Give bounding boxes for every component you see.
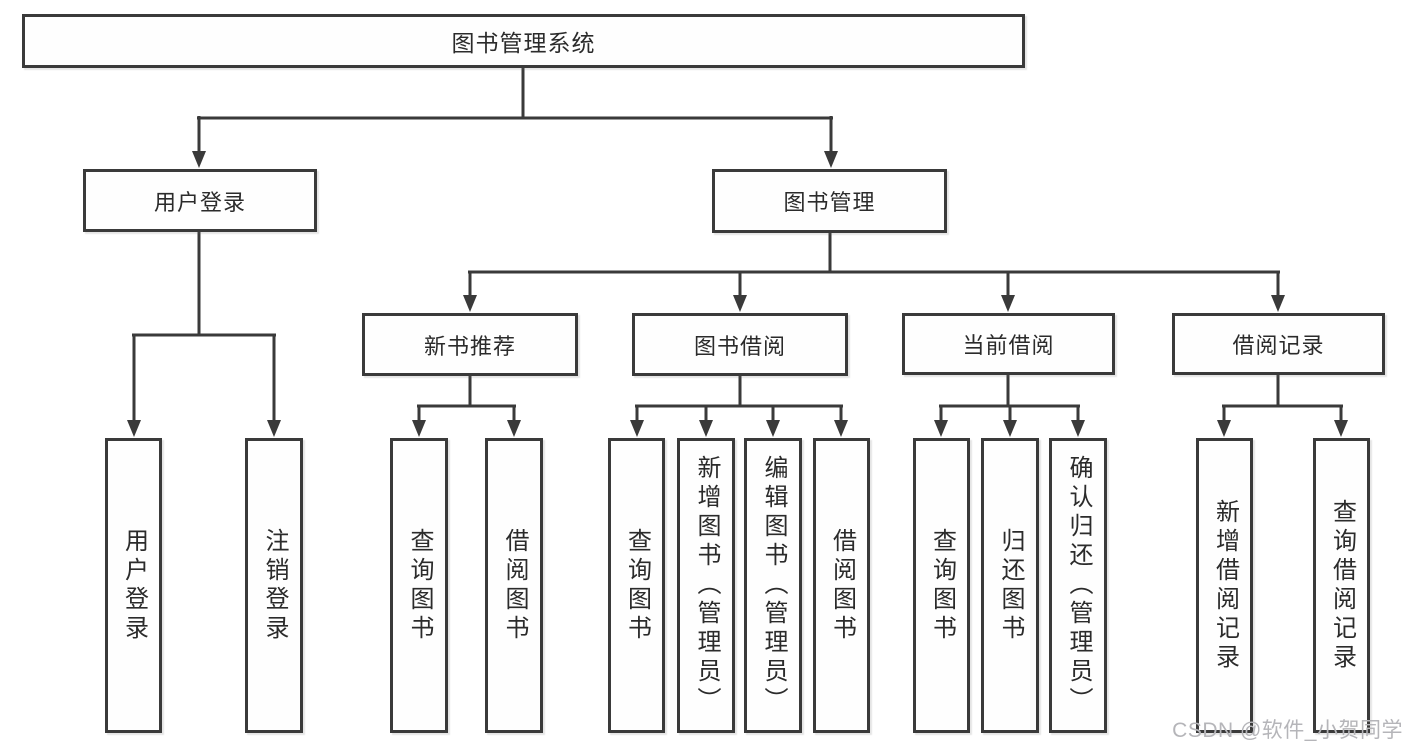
leaf-confirm-return-admin: 确认归还（管理员） [1049, 438, 1107, 733]
node-root: 图书管理系统 [22, 14, 1025, 68]
leaf-edit-book-admin: 编辑图书（管理员） [744, 438, 802, 733]
leaf-user-login: 用户登录 [105, 438, 162, 733]
leaf-logout: 注销登录 [245, 438, 303, 733]
leaf-query-borrow-record: 查询借阅记录 [1313, 438, 1370, 733]
leaf-return-books: 归还图书 [981, 438, 1039, 733]
node-borrow-records: 借阅记录 [1172, 313, 1385, 375]
leaf-query-books-current: 查询图书 [913, 438, 970, 733]
leaf-query-books-recommend: 查询图书 [390, 438, 448, 733]
leaf-query-books-borrow: 查询图书 [608, 438, 665, 733]
node-book-management: 图书管理 [712, 169, 947, 233]
leaf-borrow-books: 借阅图书 [813, 438, 870, 733]
node-user-login: 用户登录 [83, 169, 317, 232]
watermark-text: CSDN @软件_小贺同学 [1172, 719, 1403, 742]
leaf-add-borrow-record: 新增借阅记录 [1196, 438, 1253, 733]
node-current-borrow: 当前借阅 [902, 313, 1115, 375]
leaf-borrow-books-recommend: 借阅图书 [485, 438, 543, 733]
node-new-book-recommend: 新书推荐 [362, 313, 578, 376]
leaf-add-book-admin: 新增图书（管理员） [677, 438, 735, 733]
node-book-borrow: 图书借阅 [632, 313, 848, 376]
